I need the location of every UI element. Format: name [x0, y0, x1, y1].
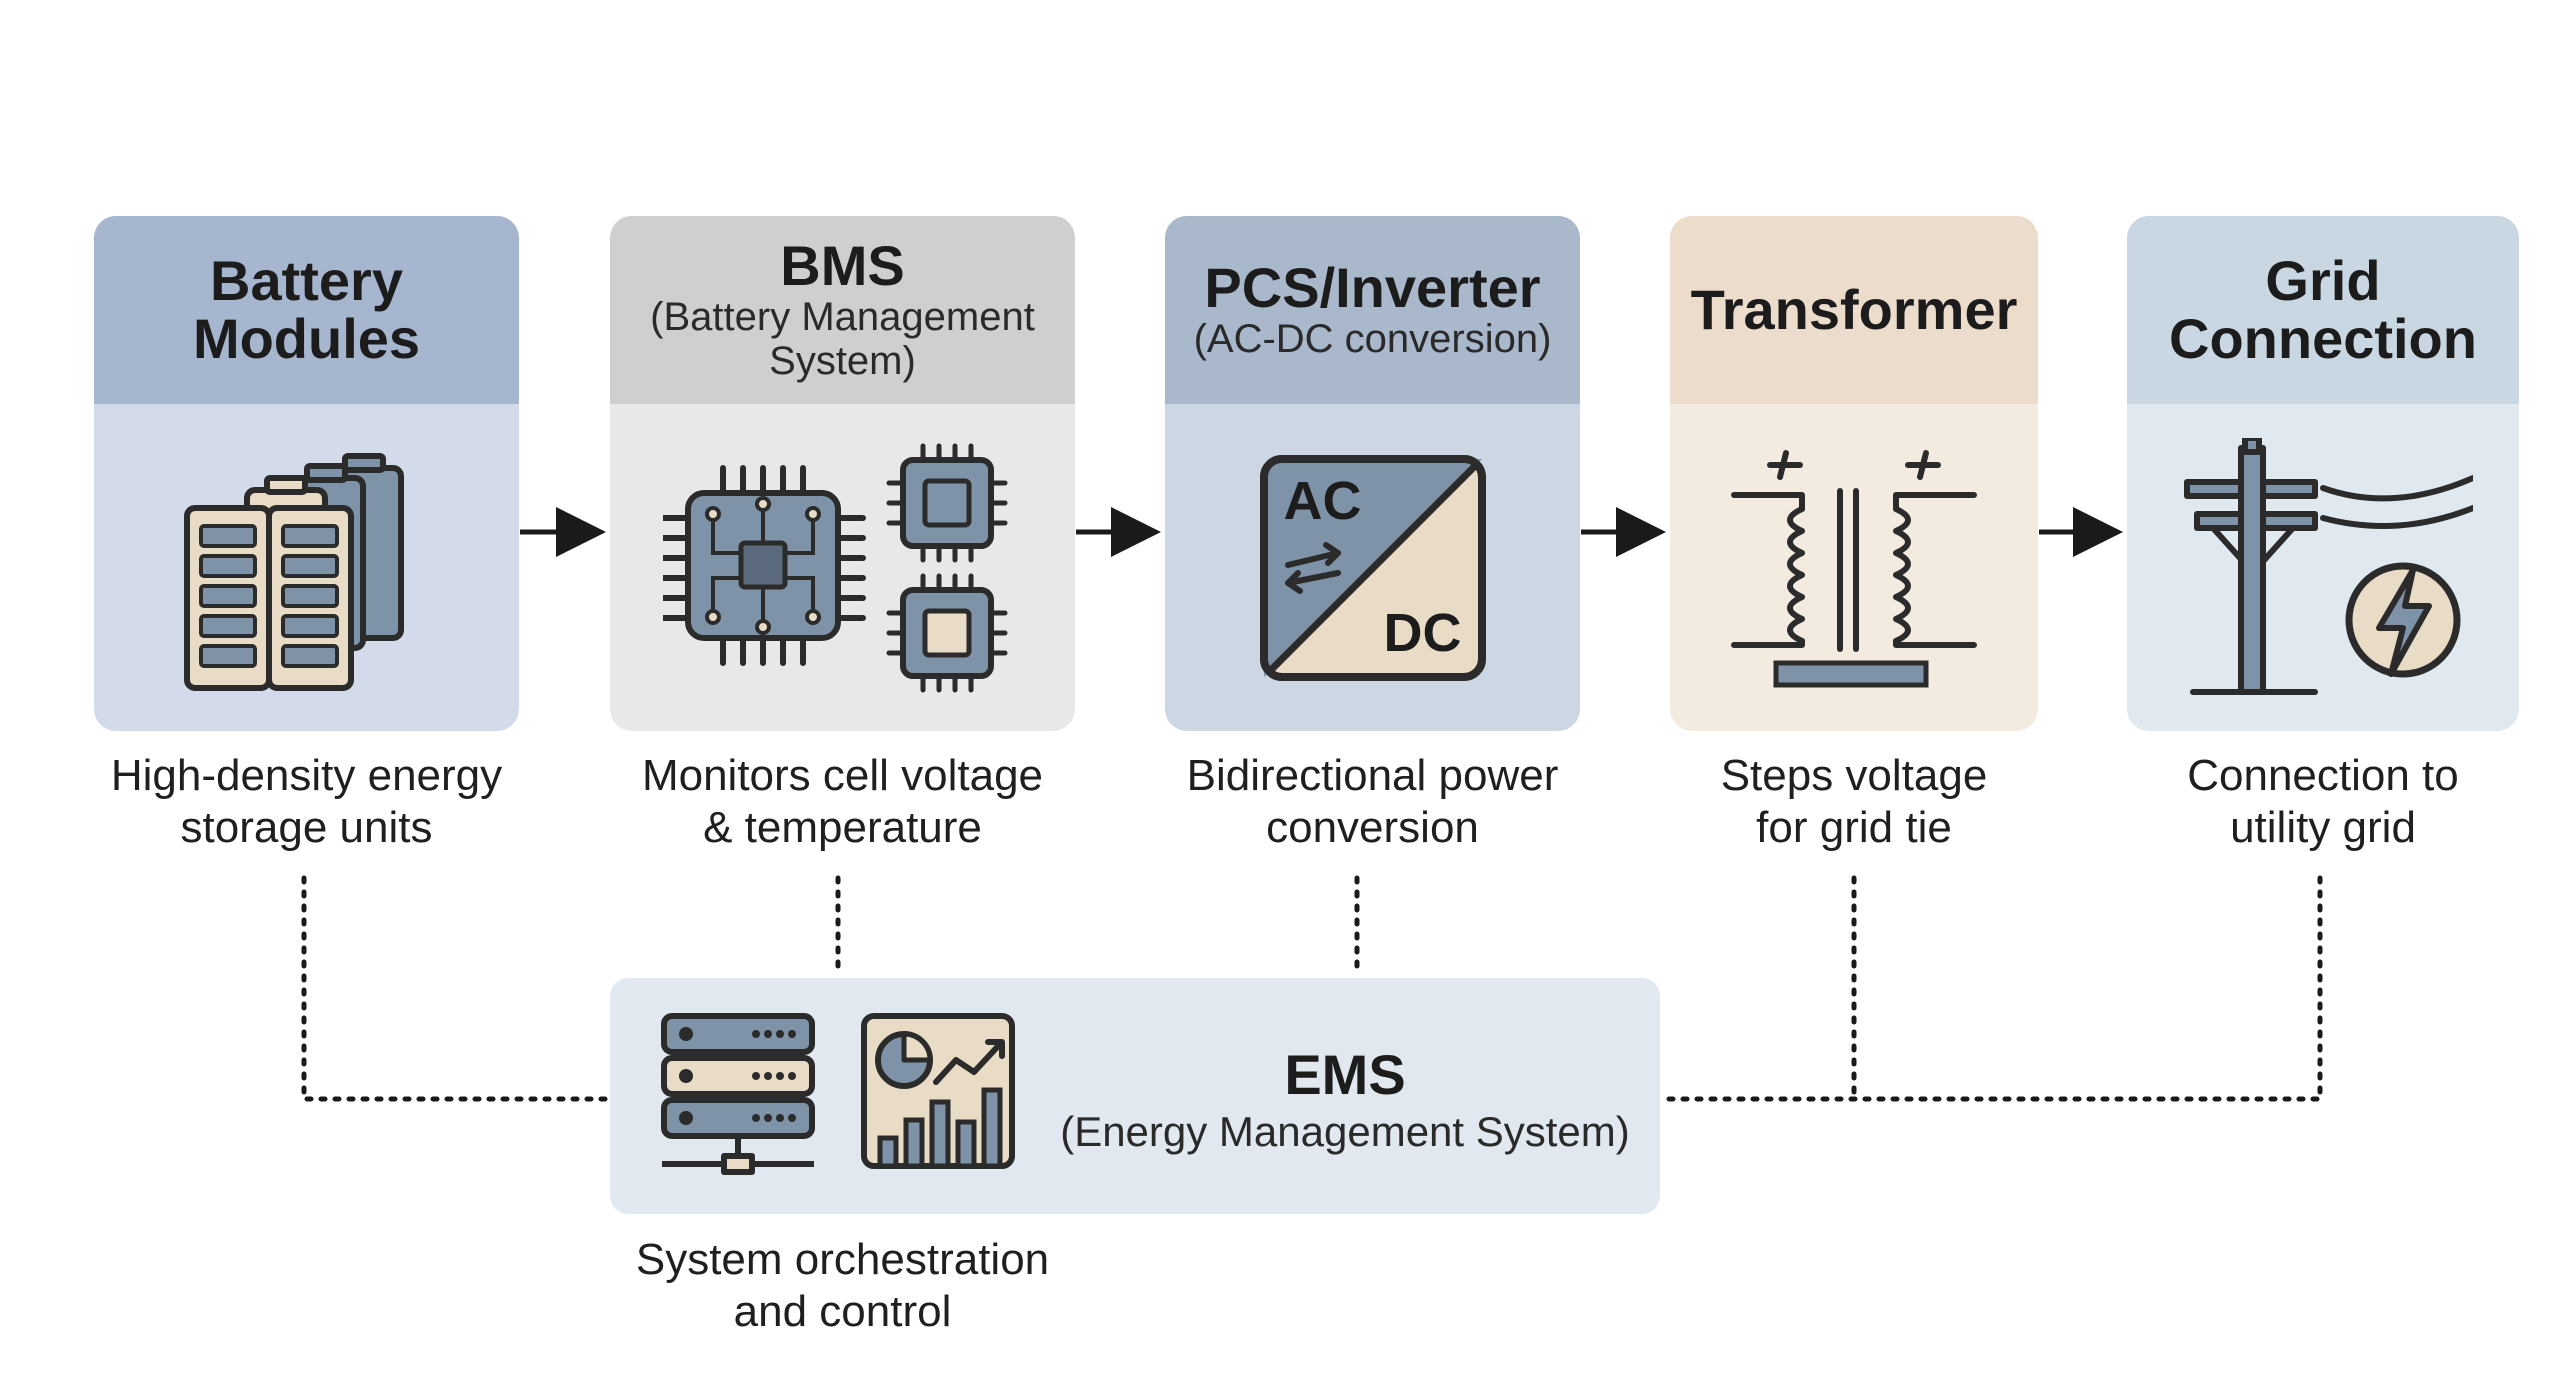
ems-title: EMS — [1284, 1043, 1406, 1106]
microchip-icon — [662, 443, 1007, 692]
stage-subtitle: (AC-DC conversion) — [1193, 317, 1552, 361]
stage-caption-battery: High-density energy storage units — [110, 751, 503, 852]
analytics-dashboard-icon — [861, 1013, 1015, 1169]
dc-label: DC — [1383, 602, 1462, 663]
stage-header-grid: Grid Connection — [2127, 216, 2519, 404]
ems-caption: System orchestration and control — [635, 1235, 1050, 1336]
server-rack-icon — [661, 1013, 815, 1175]
ems-subtitle: (Energy Management System) — [1060, 1108, 1630, 1155]
stage-caption-pcs: Bidirectional power conversion — [1186, 751, 1559, 852]
stage-title: Battery Modules — [192, 249, 421, 370]
ac-dc-converter-icon: AC DC — [1258, 453, 1488, 683]
stage-card-bms: BMS (Battery Management System) — [610, 216, 1075, 731]
control-link-grid — [1659, 875, 2323, 1102]
stage-header-pcs: PCS/Inverter (AC-DC conversion) — [1165, 216, 1580, 404]
stage-card-grid: Grid Connection — [2127, 216, 2519, 731]
stage-title: BMS — [780, 234, 905, 297]
stage-card-transformer: Transformer — [1670, 216, 2038, 731]
stage-title: PCS/Inverter — [1204, 256, 1541, 319]
stage-caption-grid: Connection to utility grid — [2187, 751, 2459, 852]
battery-stack-icon — [183, 452, 404, 691]
stage-caption-transformer: Steps voltage for grid tie — [1720, 751, 1988, 852]
stage-title: Grid Connection — [2169, 249, 2477, 370]
stage-caption-bms: Monitors cell voltage & temperature — [641, 751, 1044, 852]
transformer-coil-icon — [1731, 449, 1977, 687]
ems-box: EMS (Energy Management System) — [610, 978, 1660, 1214]
stage-title: Transformer — [1690, 278, 2018, 341]
stage-card-battery: Battery Modules — [94, 216, 519, 731]
ac-label: AC — [1283, 470, 1362, 531]
stage-subtitle: (Battery Management System) — [650, 295, 1035, 383]
control-link-battery — [301, 875, 611, 1102]
stage-header-bms: BMS (Battery Management System) — [610, 216, 1075, 404]
utility-pole-icon — [2184, 437, 2473, 695]
stage-card-pcs: PCS/Inverter (AC-DC conversion) AC DC — [1165, 216, 1580, 731]
stage-header-transformer: Transformer — [1670, 216, 2038, 404]
stage-header-battery: Battery Modules — [94, 216, 519, 404]
